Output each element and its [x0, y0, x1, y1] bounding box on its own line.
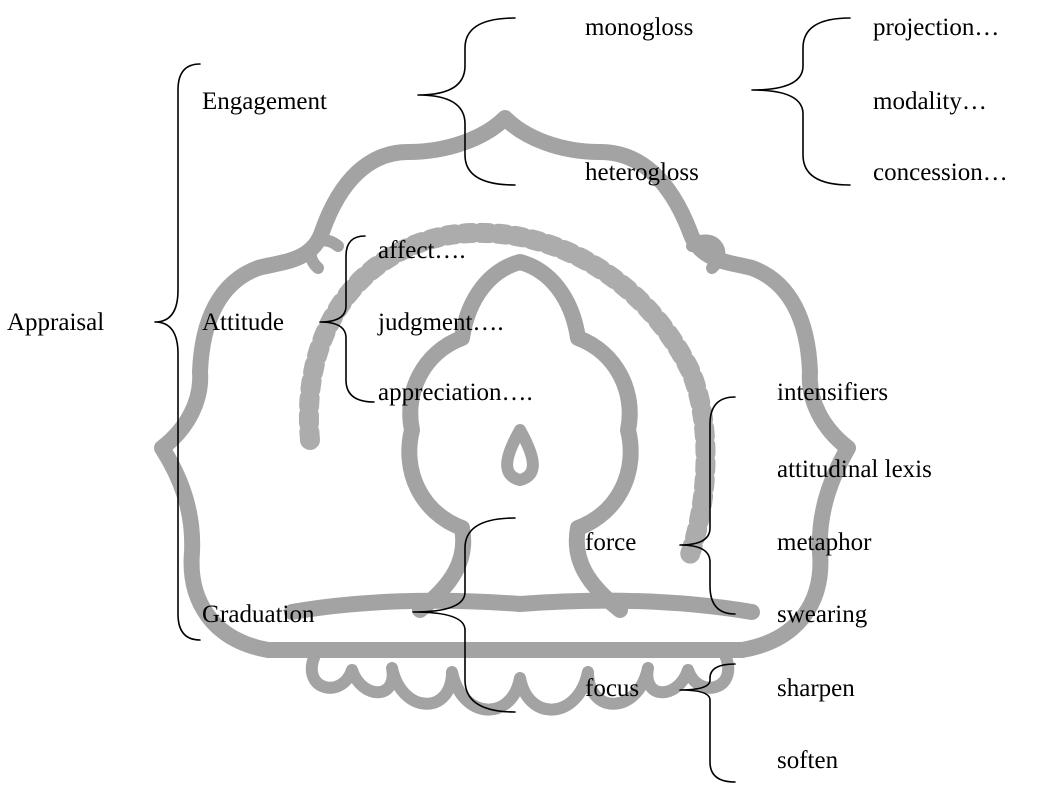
attitude-bracket — [320, 236, 374, 402]
node-attitudinal-lexis: attitudinal lexis — [777, 455, 932, 485]
node-affect: affect…. — [378, 236, 466, 266]
node-force: force — [585, 528, 636, 558]
force-bracket — [680, 397, 735, 614]
node-appreciation: appreciation…. — [378, 378, 533, 408]
node-attitude: Attitude — [202, 308, 284, 338]
node-graduation: Graduation — [202, 600, 314, 630]
node-concession: concession… — [873, 158, 1008, 188]
node-projection: projection… — [873, 13, 999, 43]
node-focus: focus — [585, 674, 639, 704]
node-appraisal: Appraisal — [7, 308, 104, 338]
node-intensifiers: intensifiers — [777, 378, 888, 408]
node-heterogloss: heterogloss — [585, 158, 699, 188]
focus-bracket — [680, 664, 735, 782]
node-modality: modality… — [873, 87, 987, 117]
graduation-bracket — [413, 518, 515, 712]
node-monogloss: monogloss — [585, 13, 693, 43]
engagement-bracket — [418, 18, 515, 185]
node-judgment: judgment…. — [378, 308, 504, 338]
node-sharpen: sharpen — [777, 674, 855, 704]
node-soften: soften — [777, 746, 838, 776]
heterogloss-bracket — [752, 18, 850, 185]
root-bracket — [155, 64, 200, 640]
node-swearing: swearing — [777, 600, 867, 630]
node-metaphor: metaphor — [777, 528, 871, 558]
node-engagement: Engagement — [202, 87, 327, 117]
